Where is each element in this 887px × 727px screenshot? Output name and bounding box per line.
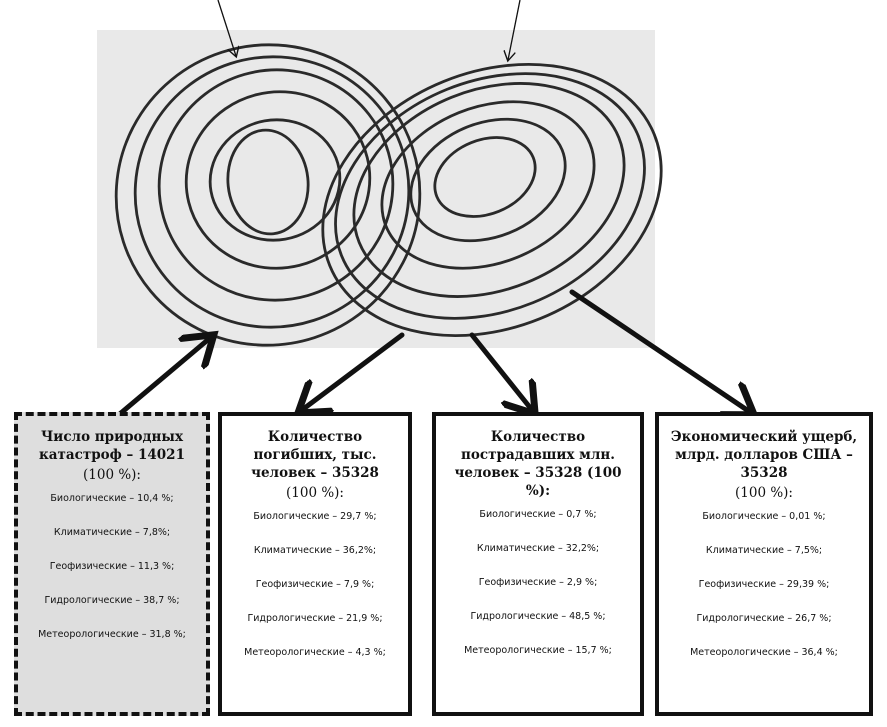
box-disasters-count-total: (100 %): bbox=[83, 467, 141, 483]
list-item: Биологические – 0,01 %; bbox=[702, 511, 826, 522]
box-disasters-count-list: Биологические – 10,4 %; Климатические – … bbox=[26, 492, 198, 641]
list-item: Климатические – 36,2%; bbox=[253, 545, 377, 556]
pointer-arrow-right bbox=[508, 0, 521, 60]
box-disasters-count-title: Число природных катастроф – 14021 bbox=[39, 429, 185, 463]
list-item: Климатические – 7,8%; bbox=[53, 527, 171, 538]
list-item: Гидрологические – 48,5 %; bbox=[470, 611, 606, 622]
box-deaths-total: (100 %): bbox=[286, 485, 344, 501]
box-economic-damage-total: (100 %): bbox=[735, 485, 793, 501]
box-affected-list: Биологические – 0,7 %; Климатические – 3… bbox=[444, 508, 632, 657]
box-deaths-list: Биологические – 29,7 %; Климатические – … bbox=[230, 510, 400, 659]
list-item: Климатические – 32,2%; bbox=[476, 543, 600, 554]
box-economic-damage-title: Экономический ущерб, млрд. долларов США … bbox=[670, 429, 858, 481]
arrow-to-box-affected bbox=[469, 332, 532, 410]
box-affected: Количество пострадавших млн. человек – 3… bbox=[432, 412, 644, 716]
list-item: Геофизические – 2,9 %; bbox=[478, 577, 598, 588]
list-item: Биологические – 29,7 %; bbox=[253, 511, 377, 522]
box-disasters-count: Число природных катастроф – 14021 (100 %… bbox=[14, 412, 210, 716]
list-item: Геофизические – 7,9 %; bbox=[255, 579, 375, 590]
list-item: Геофизические – 11,3 %; bbox=[49, 561, 175, 572]
list-item: Геофизические – 29,39 %; bbox=[698, 579, 830, 590]
box-economic-damage: Экономический ущерб, млрд. долларов США … bbox=[655, 412, 873, 716]
pointer-arrow-left bbox=[217, 0, 236, 56]
left-lobe bbox=[114, 43, 422, 347]
right-lobe bbox=[321, 63, 663, 337]
list-item: Биологические – 0,7 %; bbox=[479, 509, 597, 520]
list-item: Гидрологические – 38,7 %; bbox=[44, 595, 180, 606]
arrow-to-attractor bbox=[112, 338, 210, 421]
list-item: Биологические – 10,4 %; bbox=[50, 493, 174, 504]
list-item: Метеорологические – 4,3 %; bbox=[244, 647, 386, 658]
list-item: Гидрологические – 26,7 %; bbox=[696, 613, 832, 624]
box-economic-damage-list: Биологические – 0,01 %; Климатические – … bbox=[667, 510, 861, 659]
arrow-to-box-deaths bbox=[302, 332, 405, 410]
box-deaths-title: Количество погибших, тыс. человек – 3532… bbox=[251, 429, 379, 481]
list-item: Метеорологические – 31,8 %; bbox=[38, 629, 186, 640]
box-deaths: Количество погибших, тыс. человек – 3532… bbox=[218, 412, 412, 716]
list-item: Гидрологические – 21,9 %; bbox=[247, 613, 383, 624]
list-item: Климатические – 7,5%; bbox=[705, 545, 823, 556]
box-affected-title: Количество пострадавших млн. человек – 3… bbox=[454, 429, 622, 499]
arrow-to-box-damage bbox=[569, 289, 750, 412]
list-item: Метеорологические – 15,7 %; bbox=[464, 645, 612, 656]
list-item: Метеорологические – 36,4 %; bbox=[690, 647, 838, 658]
